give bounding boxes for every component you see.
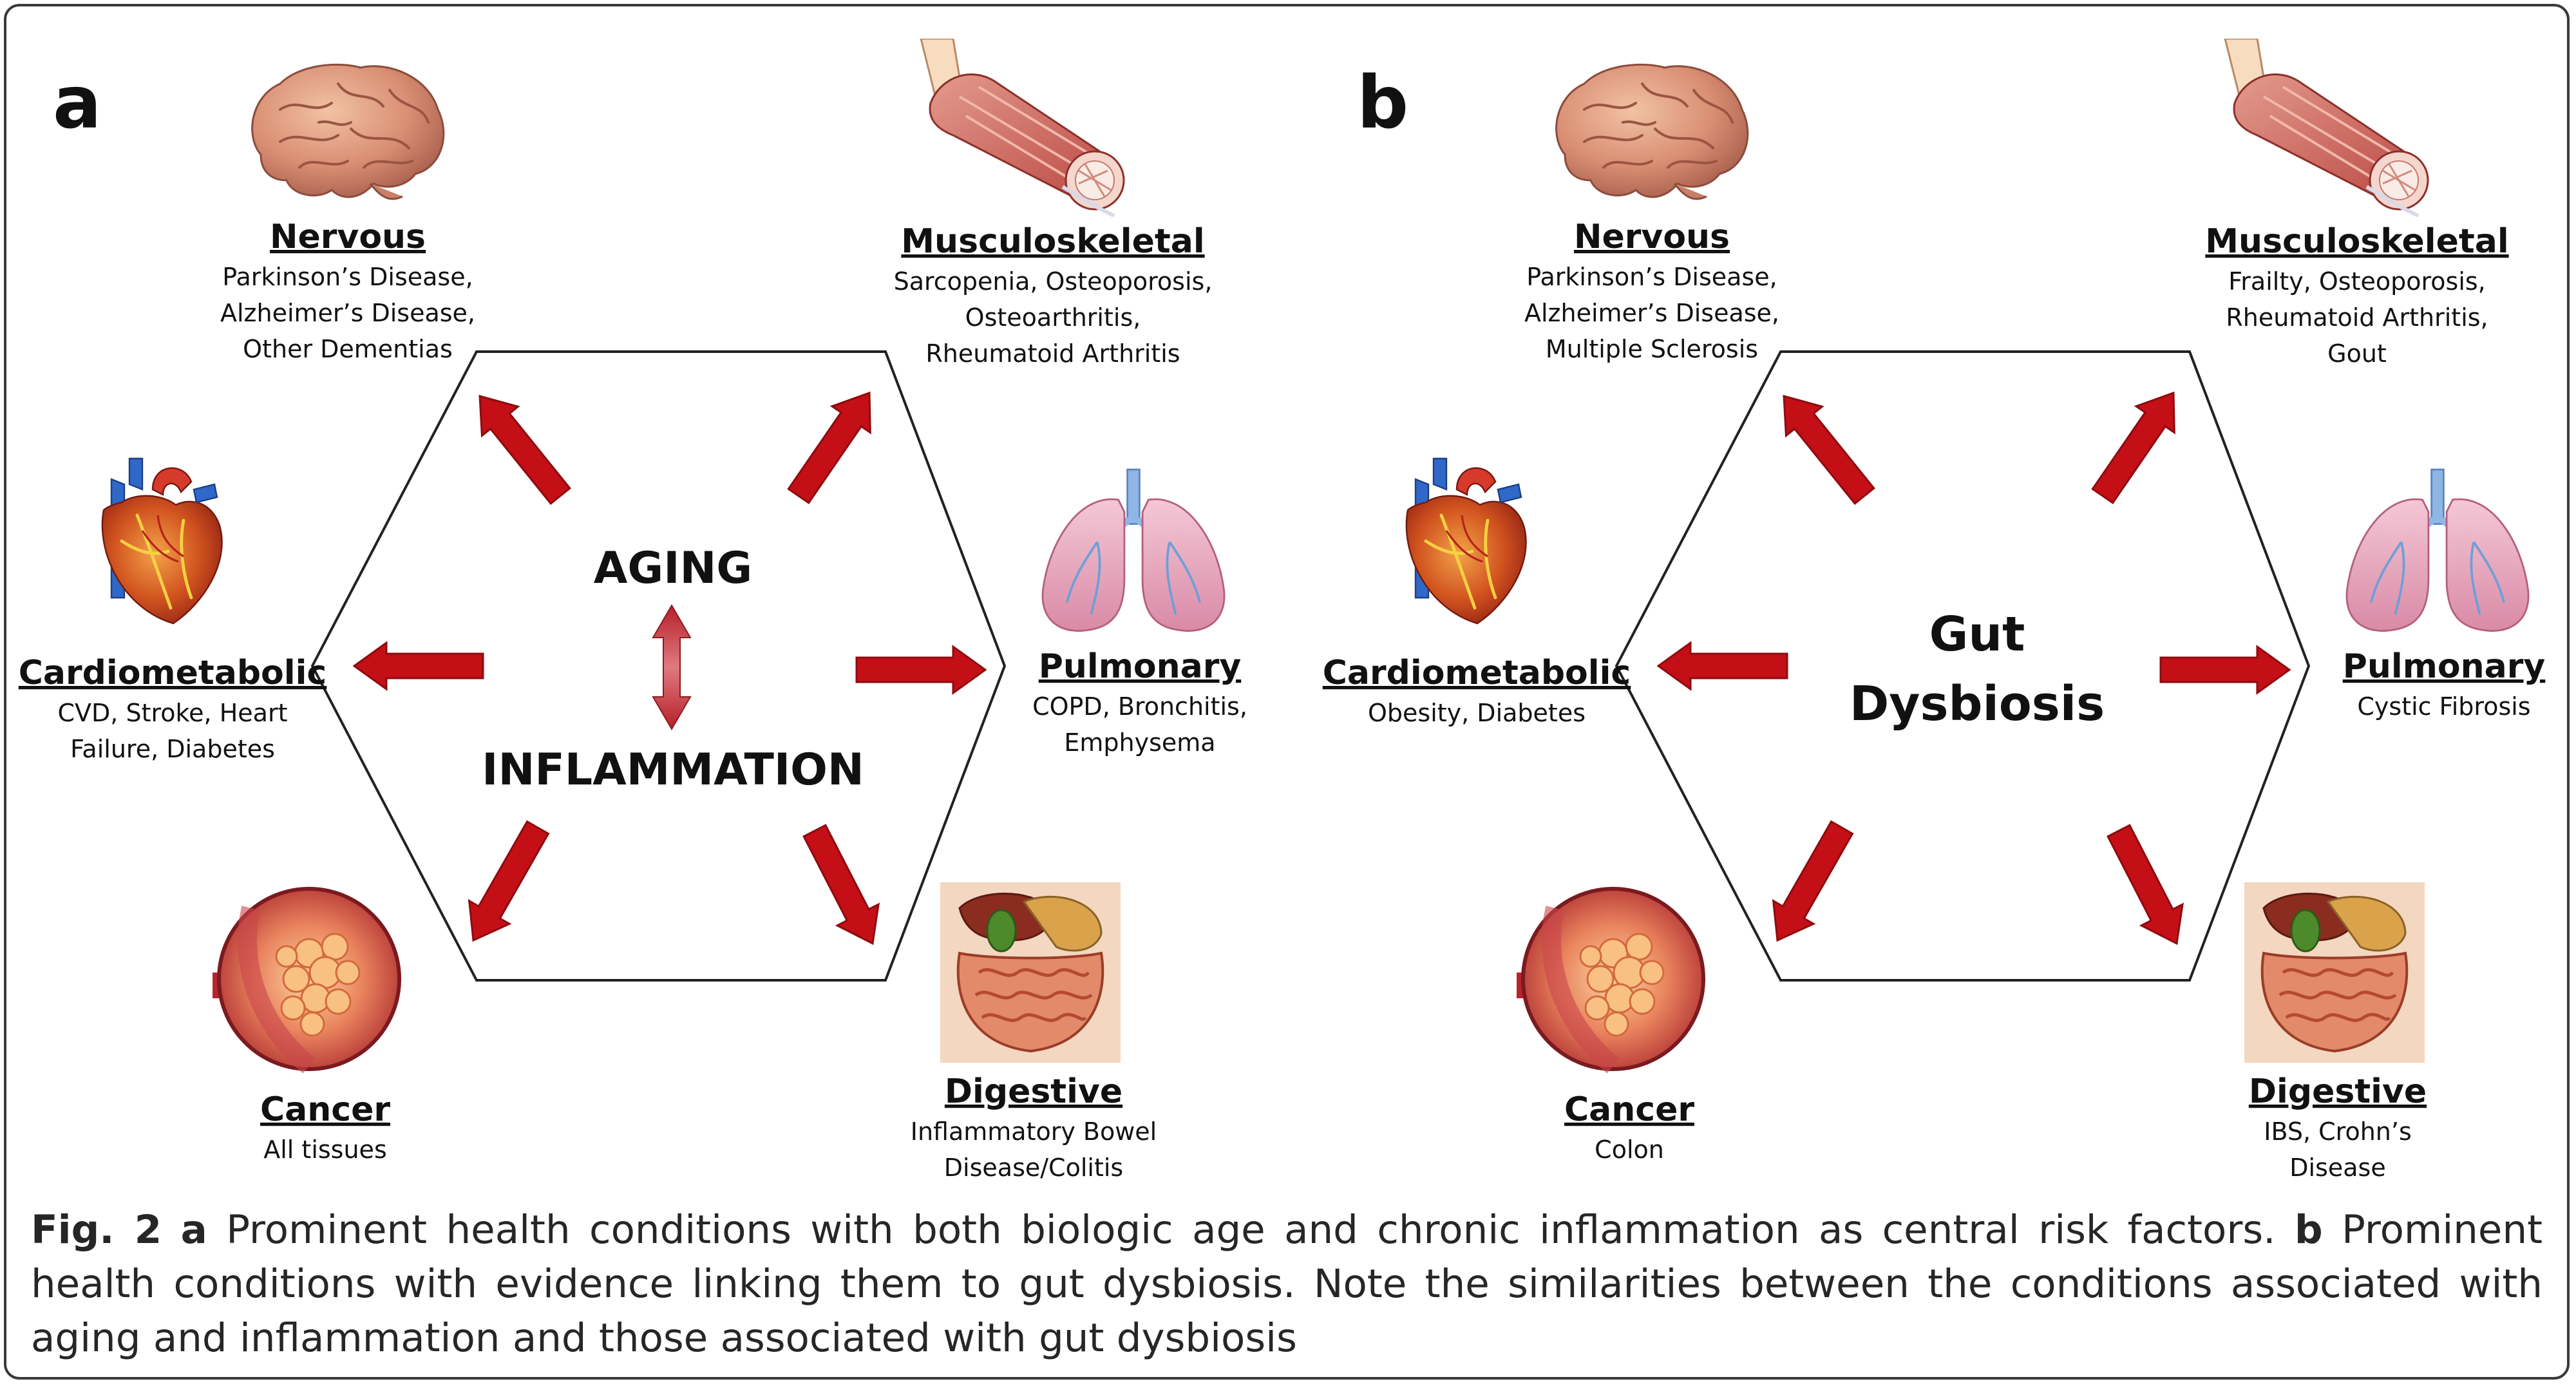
caption-a-label: a (180, 1207, 207, 1253)
arrow-to-nervous (1783, 395, 1875, 506)
muscle-bone-icon (921, 39, 1124, 216)
arrow-to-cardiometabolic (352, 641, 484, 691)
musculoskeletal-condition-line: Sarcopenia, Osteoporosis, (894, 267, 1213, 296)
musculoskeletal-condition-line: Rheumatoid Arthritis (925, 339, 1180, 368)
cancer-title: Cancer (1564, 1090, 1694, 1129)
cancer-title: Cancer (260, 1090, 390, 1129)
arrow-to-cardiometabolic (1656, 641, 1788, 691)
arrow-to-digestive (802, 824, 880, 945)
pulmonary-title: Pulmonary (2343, 647, 2546, 686)
cardiometabolic-condition-line: Obesity, Diabetes (1368, 699, 1586, 727)
hexagon-outline (310, 350, 1007, 982)
musculoskeletal-condition-line: Osteoarthritis, (965, 303, 1141, 332)
arrow-to-musculoskeletal (787, 391, 871, 504)
center-label-inflammation: INFLAMMATION (482, 745, 864, 795)
arrow-to-pulmonary (855, 645, 987, 695)
digestive-condition-line: IBS, Crohn’s (2264, 1117, 2412, 1146)
brain-icon (1555, 63, 1749, 200)
cardiometabolic-title: Cardiometabolic (19, 654, 327, 692)
digestive-condition-line: Inflammatory Bowel (911, 1117, 1157, 1146)
nervous-condition-line: Multiple Sclerosis (1546, 335, 1758, 363)
cardiometabolic-condition-line: CVD, Stroke, Heart (58, 699, 288, 727)
musculoskeletal-condition-line: Gout (2327, 339, 2387, 368)
brain-icon (251, 63, 445, 200)
arrow-to-nervous (478, 395, 571, 506)
heart-icon (102, 459, 222, 623)
arrow-to-cancer (1772, 820, 1854, 942)
caption-b-label: b (2295, 1207, 2323, 1253)
double-arrow-icon (652, 604, 692, 730)
arrow-to-cancer (468, 820, 550, 942)
pulmonary-condition-line: COPD, Bronchitis, (1032, 692, 1247, 721)
lungs-icon (1043, 470, 1224, 631)
tumor-icon (1517, 889, 1703, 1069)
center-label-aging: AGING (594, 543, 752, 594)
caption-b-text: Prominent health conditions with evidenc… (31, 1207, 2543, 1361)
digestive-organs-icon (940, 882, 1121, 1063)
musculoskeletal-title: Musculoskeletal (901, 222, 1204, 261)
digestive-condition-line: Disease (2289, 1153, 2385, 1182)
hexagon-outline (1615, 350, 2311, 982)
pulmonary-title: Pulmonary (1039, 647, 1242, 686)
arrow-to-pulmonary (2159, 645, 2291, 695)
nervous-condition-line: Other Dementias (243, 335, 453, 363)
cancer-condition-line: All tissues (263, 1135, 387, 1164)
cardiometabolic-title: Cardiometabolic (1323, 654, 1631, 692)
nervous-condition-line: Parkinson’s Disease, (1526, 263, 1777, 291)
cardiometabolic-condition-line: Failure, Diabetes (70, 735, 275, 763)
digestive-title: Digestive (945, 1072, 1122, 1111)
digestive-organs-icon (2244, 882, 2425, 1063)
musculoskeletal-condition-line: Rheumatoid Arthritis, (2226, 303, 2488, 332)
digestive-condition-line: Disease/Colitis (944, 1153, 1123, 1182)
muscle-bone-icon (2225, 39, 2428, 216)
figure-frame (4, 4, 2570, 1380)
caption-fig-label: Fig. 2 (31, 1207, 162, 1253)
panel-letter-a: a (53, 61, 102, 145)
center-label-gut: Gut (1929, 607, 2025, 662)
panel-letter-b: b (1357, 61, 1408, 145)
pulmonary-condition-line: Emphysema (1064, 728, 1215, 757)
nervous-title: Nervous (270, 218, 426, 256)
caption-a-text: Prominent health conditions with both bi… (226, 1207, 2276, 1253)
heart-icon (1406, 459, 1526, 623)
nervous-condition-line: Alzheimer’s Disease, (1524, 299, 1779, 327)
cancer-condition-line: Colon (1595, 1135, 1664, 1164)
digestive-title: Digestive (2249, 1072, 2427, 1111)
figure-caption: Fig. 2 a Prominent health conditions wit… (31, 1203, 2543, 1365)
center-label-dysbiosis: Dysbiosis (1850, 676, 2105, 732)
arrow-to-digestive (2107, 824, 2184, 945)
lungs-icon (2347, 470, 2528, 631)
nervous-condition-line: Alzheimer’s Disease, (220, 299, 475, 327)
musculoskeletal-condition-line: Frailty, Osteoporosis, (2228, 267, 2486, 296)
nervous-title: Nervous (1574, 218, 1730, 256)
musculoskeletal-title: Musculoskeletal (2205, 222, 2508, 261)
pulmonary-condition-line: Cystic Fibrosis (2357, 692, 2530, 721)
nervous-condition-line: Parkinson’s Disease, (222, 263, 473, 291)
tumor-icon (213, 889, 399, 1069)
arrow-to-musculoskeletal (2091, 391, 2175, 504)
